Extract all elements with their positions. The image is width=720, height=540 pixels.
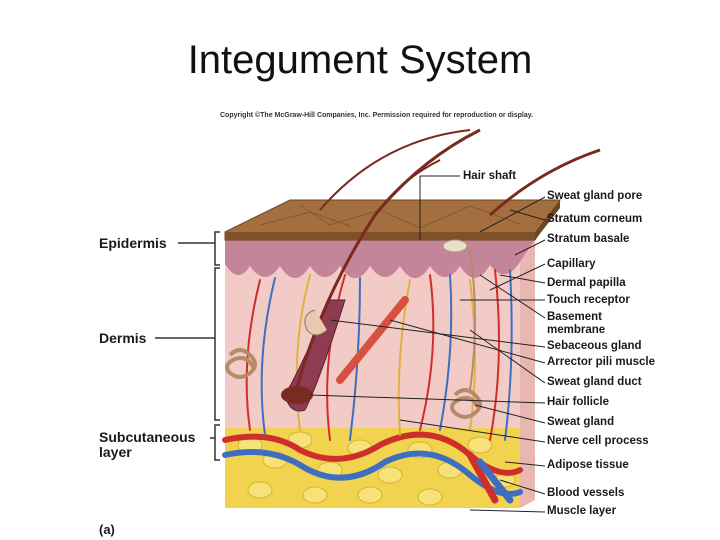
label-adipose-tissue: Adipose tissue — [547, 459, 629, 471]
figure-label: (a) — [99, 522, 115, 537]
label-capillary: Capillary — [547, 258, 596, 270]
sweat-gland-right — [449, 388, 482, 419]
page-title: Integument System — [187, 38, 533, 82]
label-hair-follicle: Hair follicle — [547, 396, 609, 408]
hair-shaft — [293, 128, 481, 396]
label-stratum-basale: Stratum basale — [547, 233, 630, 245]
label-basement-membrane: Basement membrane — [547, 311, 606, 336]
sweat-gland-duct — [469, 249, 476, 391]
dermis-bracket — [214, 267, 220, 421]
label-dermis: Dermis — [99, 330, 147, 346]
subcutaneous-bracket — [214, 424, 220, 461]
sweat-gland-pore — [442, 239, 468, 253]
sweat-gland-left — [224, 348, 257, 379]
label-dermal-papilla: Dermal papilla — [547, 277, 626, 289]
label-blood-vessels: Blood vessels — [547, 487, 625, 499]
label-sweat-gland-pore: Sweat gland pore — [547, 190, 643, 202]
vein-vessel — [222, 448, 523, 497]
label-subcutaneous-layer: Subcutaneous layer — [99, 429, 196, 460]
label-nerve-cell-process: Nerve cell process — [547, 435, 649, 447]
label-sweat-gland-duct: Sweat gland duct — [547, 376, 642, 388]
label-hair-shaft: Hair shaft — [463, 170, 517, 182]
epidermis-bracket — [214, 231, 220, 266]
label-touch-receptor: Touch receptor — [547, 294, 630, 306]
label-arrector-pili-muscle: Arrector pili muscle — [547, 356, 656, 368]
label-sebaceous-gland: Sebaceous gland — [547, 340, 642, 352]
label-muscle-layer: Muscle layer — [547, 505, 617, 517]
label-sweat-gland: Sweat gland — [547, 416, 615, 428]
nerve-process — [295, 274, 311, 431]
arrector-pili-muscle — [336, 296, 409, 384]
hair-follicle — [284, 299, 346, 412]
sebaceous-gland — [304, 309, 328, 336]
label-stratum-corneum: Stratum corneum — [547, 213, 643, 225]
copyright-notice: Copyright ©The McGraw-Hill Companies, In… — [220, 112, 534, 119]
label-epidermis: Epidermis — [99, 235, 167, 251]
